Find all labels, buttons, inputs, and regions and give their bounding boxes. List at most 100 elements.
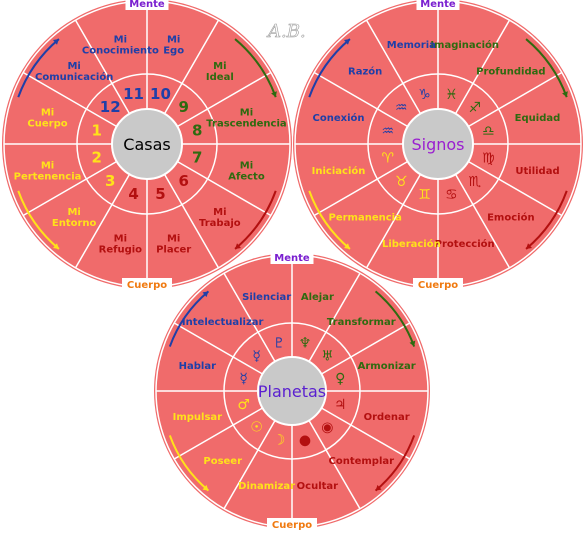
planetas-arrow-blue <box>168 290 210 347</box>
planetas-body-label-bg <box>267 518 317 531</box>
casas-spoke <box>74 19 131 115</box>
casas-arrow-green-head <box>271 91 277 98</box>
casas-house-number: 4 <box>128 185 138 203</box>
signos-body-label: Cuerpo <box>418 280 458 291</box>
casas-house-number: 10 <box>150 85 171 103</box>
planetas-arrow-green <box>374 290 416 347</box>
signos-symbol-glyph: ♐ <box>468 100 481 116</box>
signos-spoke <box>454 19 511 115</box>
signos-symbol-glyph: ♎ <box>482 124 495 140</box>
signos-arrow-yellow <box>308 190 351 250</box>
planetas-spoke <box>308 272 361 362</box>
casas-body-label: Cuerpo <box>127 280 167 291</box>
casas-arrow-yellow-head <box>53 243 59 249</box>
planetas-segment-label: Armonizar <box>358 361 416 372</box>
casas-spoke <box>163 19 220 115</box>
signos-spoke <box>467 71 563 128</box>
planetas-symbol-glyph: ♇ <box>273 336 286 352</box>
signos-arrow-yellow-head <box>344 243 350 249</box>
signos-spoke <box>467 160 563 217</box>
casas-mind-label-bg <box>125 0 169 10</box>
signos-symbol-glyph: ♈ <box>381 150 394 166</box>
signos-symbol-glyph: ♊ <box>418 187 431 203</box>
casas-spoke <box>163 173 220 269</box>
casas-mind-label: Mente <box>129 0 165 10</box>
casas-body-label-bg <box>122 278 172 291</box>
planetas-arrow-green-head <box>409 340 416 347</box>
planetas-wheel: AlejarTransformarArmonizarOrdenarContemp… <box>154 251 430 531</box>
casas-house-number: 2 <box>92 148 102 166</box>
signos-arrow-red-head <box>526 243 532 249</box>
signos-spoke <box>454 173 511 269</box>
casas-spoke <box>22 160 118 217</box>
planetas-symbol-glyph: ♅ <box>321 349 334 365</box>
casas-house-number: 5 <box>155 185 165 203</box>
signos-segment-label: Memoria <box>387 40 436 51</box>
planetas-segment-label: Alejar <box>301 292 334 303</box>
planetas-symbol-glyph: ☽ <box>273 432 286 448</box>
casas-house-number: 12 <box>100 98 121 116</box>
planetas-segment-label: Intelectualizar <box>182 317 264 328</box>
signos-segment-label: Protección <box>435 238 495 250</box>
signos-segment-label: Liberación <box>382 238 441 250</box>
signos-hub <box>402 108 474 180</box>
signos-segment-label: Iniciación <box>312 165 366 177</box>
casas-spoke <box>74 173 131 269</box>
planetas-spoke <box>321 322 411 375</box>
planetas-segment-label: Transformar <box>327 317 396 328</box>
signos-symbol-glyph: ♋ <box>445 187 458 203</box>
casas-house-number: 3 <box>105 172 115 190</box>
casas-spoke <box>176 160 272 217</box>
planetas-body-label: Cuerpo <box>272 520 312 531</box>
planetas-spoke <box>173 407 263 460</box>
casas-house-number: 6 <box>179 172 189 190</box>
signos-arrow-blue <box>308 38 351 98</box>
planetas-segment-label: Ocultar <box>297 481 339 492</box>
planetas-title: Planetas <box>258 382 326 401</box>
casas-arrow-blue <box>17 38 60 98</box>
signos-arrow-blue-head <box>344 39 350 45</box>
signos-body-label-bg <box>413 278 463 291</box>
planetas-mind-label: Mente <box>274 253 310 264</box>
planetas-segment-label: Impulsar <box>173 412 223 423</box>
signos-arrow-green-head <box>562 91 568 98</box>
signos-segment-label: Profundidad <box>476 67 545 78</box>
casas-house-number: 8 <box>192 122 202 140</box>
planetas-symbol-glyph: ♀ <box>335 371 345 387</box>
signos-segment-label: Imaginación <box>430 39 499 51</box>
casas-arrow-yellow <box>17 190 60 250</box>
signos-mind-label-bg <box>416 0 460 10</box>
planetas-segment-label: Contemplar <box>329 456 395 467</box>
planetas-arrow-red-head <box>375 484 382 491</box>
planetas-arrow-red <box>374 435 416 492</box>
casas-arrow-green <box>234 38 277 98</box>
casas-spoke <box>176 71 272 128</box>
signos-mind-label: Mente <box>420 0 456 10</box>
casas-arrow-red <box>234 190 277 250</box>
signos-arrow-red <box>525 190 568 250</box>
planetas-segment-label: Ordenar <box>364 412 410 423</box>
signos-spoke <box>365 173 422 269</box>
signos-symbol-glyph: ♍ <box>482 150 495 166</box>
planetas-symbol-glyph: ☿ <box>252 349 261 365</box>
planetas-symbol-glyph: ♂ <box>237 397 250 413</box>
signos-spoke <box>313 160 409 217</box>
planetas-segment-label: Silenciar <box>242 292 291 303</box>
signos-segment-label: Utilidad <box>515 166 559 177</box>
planetas-spoke <box>321 407 411 460</box>
casas-spoke <box>22 71 118 128</box>
planetas-arrow-yellow-head <box>202 484 209 491</box>
planetas-inner-ring <box>223 322 361 460</box>
casas-title: Casas <box>123 135 170 154</box>
planetas-symbol-glyph: ☉ <box>250 419 263 435</box>
planetas-spoke <box>308 420 361 510</box>
